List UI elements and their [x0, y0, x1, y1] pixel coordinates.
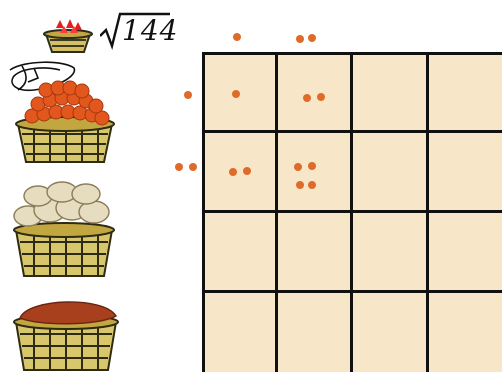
dot-marker[interactable] — [232, 90, 240, 98]
dot-marker[interactable] — [243, 167, 251, 175]
dot-marker[interactable] — [296, 181, 304, 189]
small-basket-icon[interactable] — [40, 14, 96, 54]
dot-marker[interactable] — [308, 34, 316, 42]
dot-marker[interactable] — [189, 163, 197, 171]
dot-marker[interactable] — [308, 162, 316, 170]
dot-marker[interactable] — [175, 163, 183, 171]
dot-marker[interactable] — [233, 33, 241, 41]
radicand-text: 144 — [122, 14, 178, 47]
dot-marker[interactable] — [308, 181, 316, 189]
dot-marker[interactable] — [229, 168, 237, 176]
grid-board[interactable] — [202, 52, 502, 372]
dot-marker[interactable] — [303, 94, 311, 102]
dot-marker[interactable] — [296, 35, 304, 43]
dot-marker[interactable] — [184, 91, 192, 99]
grid-line — [202, 52, 502, 55]
dot-marker[interactable] — [317, 93, 325, 101]
grid-line — [202, 290, 502, 293]
brown-basket-icon[interactable] — [8, 296, 124, 372]
grid-line — [202, 130, 502, 133]
dot-marker[interactable] — [294, 163, 302, 171]
orange-basket-icon[interactable] — [12, 80, 118, 166]
shells-basket-icon[interactable] — [8, 180, 120, 280]
grid-line — [202, 210, 502, 213]
